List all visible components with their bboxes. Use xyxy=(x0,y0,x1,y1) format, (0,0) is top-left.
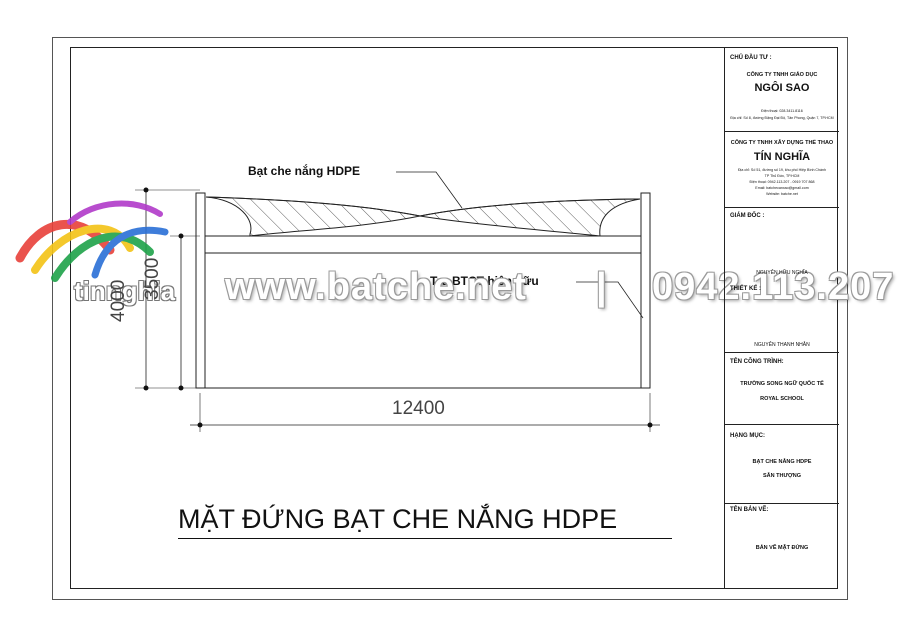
item-heading: HẠNG MỤC: xyxy=(730,433,765,439)
staff-section: GIÁM ĐỐC : NGUYỄN HỮU NGHĨA THIẾT KẾ : N… xyxy=(725,208,839,353)
watermark-site: www.batche.net xyxy=(225,266,527,308)
project-section: TÊN CÔNG TRÌNH: TRƯỜNG SONG NGỮ QUỐC TẾ … xyxy=(725,353,839,425)
canopy-label: Bạt che nắng HDPE xyxy=(248,164,361,178)
contractor-phone: Điện thoại: 0942.113.207 - 0919 707 868 xyxy=(749,180,815,184)
left-column xyxy=(195,192,206,389)
contractor-website: Website: batche.net xyxy=(766,192,798,196)
logo-text: tinnghia xyxy=(74,276,176,306)
dim-height-4000-label: 4000 xyxy=(108,279,129,322)
owner-heading: CHỦ ĐẦU TƯ : xyxy=(730,55,772,61)
owner-address: Địa chỉ: Số 8, đường Đặng Đại Độ, Tân Ph… xyxy=(730,116,834,120)
project-heading: TÊN CÔNG TRÌNH: xyxy=(730,359,784,365)
project-line1: TRƯỜNG SONG NGỮ QUỐC TẾ xyxy=(740,381,824,387)
item-line2: SÂN THƯỢNG xyxy=(763,473,801,479)
column-label: Trụ BTCT hiện hữu xyxy=(430,274,539,288)
right-column xyxy=(640,192,651,389)
canopy-fabric xyxy=(205,196,641,237)
item-section: HẠNG MỤC: BẠT CHE NẮNG HDPE SÂN THƯỢNG xyxy=(725,425,839,504)
contractor-address: Địa chỉ: Số 51, đường số 19, khu phố Hiệ… xyxy=(737,168,827,172)
tinnghia-logo xyxy=(15,200,169,282)
drawing-sheet-border xyxy=(52,37,848,600)
project-line2: ROYAL SCHOOL xyxy=(760,396,804,402)
watermark-separator: | xyxy=(596,266,608,308)
contractor-email: Email: batchecanxao@gmail.com xyxy=(755,186,809,190)
owner-phone: Điện thoại: 028.3411.8116 xyxy=(761,109,803,113)
title-underline xyxy=(178,538,672,539)
title-block: CHỦ ĐẦU TƯ : CÔNG TY TNHH GIÁO DỤC NGÔI … xyxy=(724,47,839,589)
drawing-title: MẶT ĐỨNG BẠT CHE NẮNG HDPE xyxy=(178,504,618,534)
contractor-city: TP Thủ Đức, TP.HCM xyxy=(764,174,800,178)
sheet-heading: TÊN BẢN VẼ: xyxy=(730,507,769,513)
owner-line2: NGÔI SAO xyxy=(754,82,810,94)
designer-heading: THIẾT KẾ : xyxy=(730,286,761,292)
sheet-section: TÊN BẢN VẼ: BẢN VẼ MẶT ĐỨNG xyxy=(725,504,839,589)
director-heading: GIÁM ĐỐC : xyxy=(730,213,765,219)
drawing-frame xyxy=(70,47,838,589)
dim-height-3500-label: 3500 xyxy=(142,257,163,300)
contractor-line2: TÍN NGHĨA xyxy=(753,151,811,163)
owner-line1: CÔNG TY TNHH GIÁO DỤC xyxy=(746,72,818,78)
dim-width-label: 12400 xyxy=(392,398,445,419)
sheet-name: BẢN VẼ MẶT ĐỨNG xyxy=(755,545,809,551)
contractor-line1: CÔNG TY TNHH XÂY DỰNG THỂ THAO xyxy=(730,140,834,146)
canopy-edge xyxy=(205,196,641,217)
canopy-leader xyxy=(396,171,463,209)
watermark-phone: 0942.113.207 xyxy=(652,266,895,308)
director-name: NGUYỄN HỮU NGHĨA xyxy=(756,270,808,276)
column-leader xyxy=(576,281,644,319)
item-line1: BẠT CHE NẮNG HDPE xyxy=(752,459,812,465)
designer-name: NGUYỄN THANH NHÂN xyxy=(754,342,810,348)
contractor-section: CÔNG TY TNHH XÂY DỰNG THỂ THAO TÍN NGHĨA… xyxy=(725,132,839,208)
owner-section: CHỦ ĐẦU TƯ : CÔNG TY TNHH GIÁO DỤC NGÔI … xyxy=(725,47,839,132)
